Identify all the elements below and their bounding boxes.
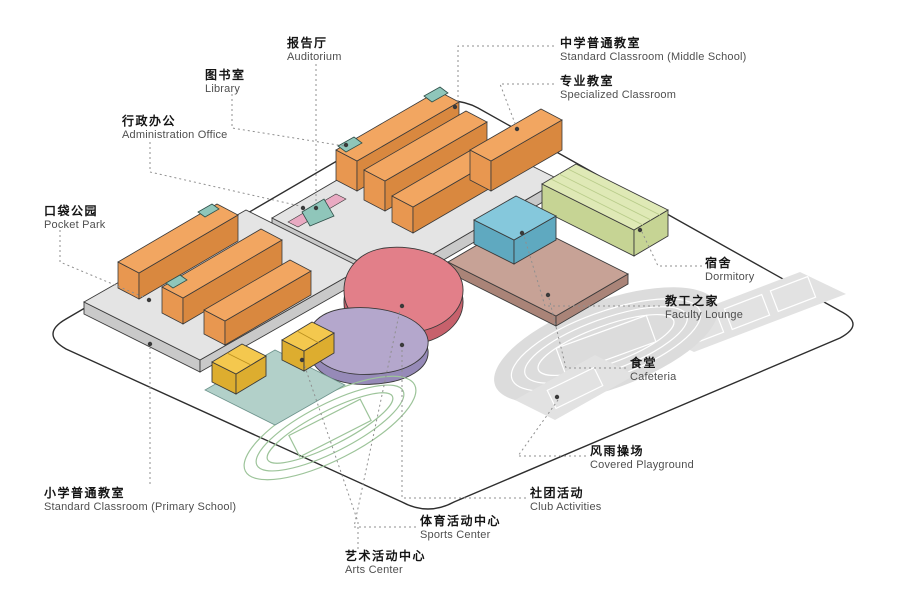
label-specialized-en: Specialized Classroom: [560, 89, 677, 101]
leader-club: [401, 348, 526, 499]
label-auditorium-en: Auditorium: [287, 51, 342, 63]
label-library: 图书室 Library: [205, 68, 246, 96]
label-admin: 行政办公 Administration Office: [122, 114, 227, 142]
club-activities-building: [308, 307, 429, 385]
label-covered-playground-en: Covered Playground: [590, 459, 694, 471]
label-cafeteria-zh: 食堂: [630, 356, 658, 370]
label-pocket-park-zh: 口袋公园: [44, 204, 99, 218]
label-auditorium: 报告厅 Auditorium: [287, 36, 342, 64]
label-admin-zh: 行政办公: [122, 114, 177, 128]
leader-admin: [149, 142, 301, 207]
leader-cafeteria: [548, 297, 626, 369]
label-admin-en: Administration Office: [122, 129, 228, 141]
rooftop-wedge-icon: [197, 203, 220, 218]
label-pocket-park: 口袋公园 Pocket Park: [44, 204, 106, 232]
rooftop-wedge-icon: [165, 274, 188, 289]
auditorium-hall: [301, 198, 335, 227]
label-library-zh: 图书室: [205, 68, 246, 82]
label-club-zh: 社团活动: [530, 486, 585, 500]
label-covered-playground: 风雨操场 Covered Playground: [590, 444, 694, 472]
label-cafeteria-en: Cafeteria: [630, 371, 677, 383]
library-wedge-icon: [337, 136, 363, 153]
label-covered-playground-zh: 风雨操场: [590, 444, 645, 458]
gray-running-track: [494, 287, 718, 403]
label-sports-center-zh: 体育活动中心: [420, 514, 502, 528]
label-primary-school: 小学普通教室 Standard Classroom (Primary Schoo…: [44, 486, 236, 514]
label-middle-school-zh: 中学普通教室: [560, 36, 642, 50]
leader-pocket-park: [59, 230, 147, 299]
primary-school-block: [83, 203, 363, 373]
label-faculty-lounge: 教工之家 Faculty Lounge: [665, 294, 743, 322]
label-arts-center-zh: 艺术活动中心: [345, 549, 427, 563]
label-dormitory: 宿舍 Dormitory: [705, 256, 754, 284]
leader-library: [231, 94, 345, 147]
arts-center-building: [211, 321, 335, 395]
label-primary-school-zh: 小学普通教室: [44, 486, 126, 500]
covered-playground-area: [515, 355, 635, 420]
label-middle-school-en: Standard Classroom (Middle School): [560, 51, 747, 63]
label-middle-school: 中学普通教室 Standard Classroom (Middle School…: [560, 36, 747, 64]
label-faculty-lounge-zh: 教工之家: [665, 294, 720, 308]
label-sports-center-en: Sports Center: [420, 529, 491, 541]
leader-sports-center: [353, 309, 416, 528]
label-specialized: 专业教室 Specialized Classroom: [560, 74, 676, 102]
dormitory-building: [541, 163, 669, 257]
label-dormitory-en: Dormitory: [705, 271, 755, 283]
label-pocket-park-en: Pocket Park: [44, 219, 106, 231]
rooftop-wedge-icon: [423, 86, 449, 103]
label-dormitory-zh: 宿舍: [705, 256, 733, 270]
specialized-classroom-block: [469, 108, 563, 192]
faculty-lounge-building: [473, 195, 557, 265]
leader-arts-center: [303, 363, 359, 549]
label-auditorium-zh: 报告厅: [287, 36, 328, 50]
label-specialized-zh: 专业教室: [560, 74, 615, 88]
leader-middle-school: [457, 45, 554, 104]
label-arts-center-en: Arts Center: [345, 564, 403, 576]
leader-lines: [59, 45, 702, 549]
label-faculty-lounge-en: Faculty Lounge: [665, 309, 744, 321]
label-primary-school-en: Standard Classroom (Primary School): [44, 501, 237, 513]
label-library-en: Library: [205, 83, 241, 95]
leader-faculty-lounge: [523, 235, 660, 307]
label-club-en: Club Activities: [530, 501, 602, 513]
label-arts-center: 艺术活动中心 Arts Center: [345, 549, 426, 577]
label-sports-center: 体育活动中心 Sports Center: [420, 514, 501, 542]
label-club: 社团活动 Club Activities: [530, 486, 601, 514]
label-cafeteria: 食堂 Cafeteria: [630, 356, 676, 384]
